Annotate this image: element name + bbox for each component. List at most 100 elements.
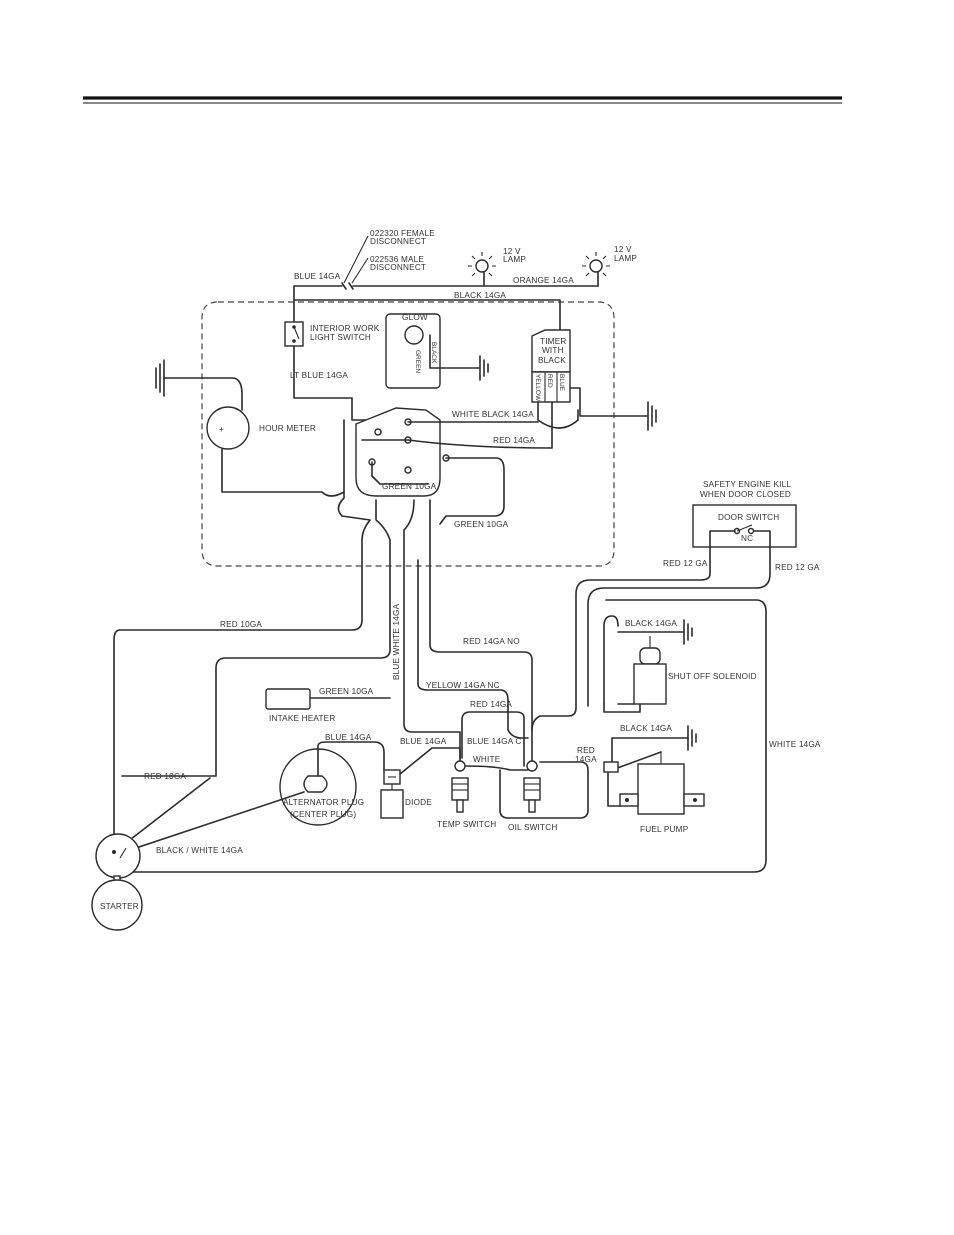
label-starter: STARTER xyxy=(100,902,139,911)
label-blue-14ga-2: BLUE 14GA xyxy=(325,733,372,742)
label-shutoff-solenoid: SHUT OFF SOLENOID xyxy=(668,672,757,681)
fuel-pump-ground-icon xyxy=(687,725,697,751)
label-oil-switch: OIL SWITCH xyxy=(508,823,557,832)
wire-red-14ga-no xyxy=(429,499,533,761)
label-red-14ga: RED 14GA xyxy=(493,436,535,445)
label-green-10ga-1: GREEN 10GA xyxy=(382,482,437,491)
wire-yellow-14ga-nc xyxy=(417,559,529,739)
wire-timer-loop xyxy=(537,401,579,429)
timer-ground-icon xyxy=(647,401,657,431)
label-green-10ga-2: GREEN 10GA xyxy=(454,520,509,529)
label-timer-3: BLACK xyxy=(538,356,566,365)
label-timer-2: WITH xyxy=(542,346,564,355)
wire-oil-loop xyxy=(499,761,589,819)
wire-solenoid xyxy=(603,615,619,705)
label-red-fp-1: RED xyxy=(577,746,595,755)
label-blue-14ga-top: BLUE 14GA xyxy=(294,272,341,281)
glow-box xyxy=(385,313,441,389)
hour-meter-icon xyxy=(206,406,250,450)
wire-oil-switch-bundle xyxy=(461,711,525,767)
label-white-black-14ga: WHITE BLACK 14GA xyxy=(452,410,534,419)
wire-hour-meter xyxy=(221,448,345,497)
control-panel-outline xyxy=(201,301,615,567)
timer-icon xyxy=(531,329,571,403)
label-yellow-14ga-nc: YELLOW 14GA NC xyxy=(426,681,500,690)
label-lamp2-b: LAMP xyxy=(614,254,637,263)
wire-green-10ga-inner xyxy=(371,461,429,485)
label-lamp1: 12 V xyxy=(503,247,521,256)
label-timer-1: TIMER xyxy=(540,337,566,346)
label-interior-work: INTERIOR WORK xyxy=(310,324,380,333)
wire-blue-14ga-diode xyxy=(399,747,461,775)
label-door-switch: DOOR SWITCH xyxy=(718,513,779,522)
label-glow-wire-b: BLACK xyxy=(430,342,437,364)
label-alternator-2: (CENTER PLUG) xyxy=(290,810,356,819)
glow-ground-icon xyxy=(479,355,489,381)
light-switch-icon xyxy=(284,321,304,347)
wire-red-12ga-1 xyxy=(531,530,736,731)
lamp-2-icon xyxy=(582,252,610,277)
disconnect-leader-1 xyxy=(343,235,369,284)
wire-black-white-14ga xyxy=(123,791,305,853)
label-timer-wire-b: RED xyxy=(546,374,553,388)
label-white-14ga: WHITE 14GA xyxy=(769,740,821,749)
label-lt-blue-14ga: LT BLUE 14GA xyxy=(290,371,348,380)
wire-black-14ga-top xyxy=(293,299,561,331)
terminal-1 xyxy=(374,428,382,436)
label-black-14ga-fp: BLACK 14GA xyxy=(620,724,672,733)
wire-glow xyxy=(429,334,481,369)
wire-black-14ga-fp xyxy=(611,737,689,769)
wire-timer-out xyxy=(569,387,649,417)
door-switch-arm xyxy=(736,524,753,532)
label-safety-2: WHEN DOOR CLOSED xyxy=(700,490,791,499)
alternator-socket xyxy=(303,775,328,793)
label-red-14ga-no: RED 14GA NO xyxy=(463,637,520,646)
shutoff-solenoid-icon xyxy=(633,636,667,705)
starter-icon xyxy=(91,879,143,931)
starter-switch-icon xyxy=(95,833,141,879)
label-safety-1: SAFETY ENGINE KILL xyxy=(703,480,791,489)
label-female-disconnect-2: DISCONNECT xyxy=(370,237,426,246)
disconnect-mark xyxy=(341,282,354,290)
wire-red-12ga-2 xyxy=(587,530,771,707)
starter-arm xyxy=(119,847,127,859)
label-temp-switch: TEMP SWITCH xyxy=(437,820,496,829)
label-orange-14ga: ORANGE 14GA xyxy=(513,276,574,285)
label-meter-plus: + xyxy=(219,425,224,434)
wire-red-10ga-starter xyxy=(121,777,211,847)
label-red-12ga-1: RED 12 GA xyxy=(663,559,708,568)
wire-bundle-left xyxy=(113,419,371,847)
label-red-10ga-1: RED 10GA xyxy=(220,620,262,629)
lamp-1-icon xyxy=(468,252,496,277)
solenoid-ground-icon xyxy=(683,619,693,645)
label-male-disconnect-2: DISCONNECT xyxy=(370,263,426,272)
label-glow-wire-a: GREEN xyxy=(414,350,421,373)
label-timer-wire-a: YELLOW xyxy=(534,374,541,402)
label-lamp2: 12 V xyxy=(614,245,632,254)
hour-meter-ground-icon xyxy=(155,359,165,397)
wire-blue-14ga-top xyxy=(293,285,343,323)
label-nc: NC xyxy=(741,534,753,543)
label-blue-white-14ga: BLUE WHITE 14GA xyxy=(392,603,401,680)
label-female-disconnect: 022320 FEMALE xyxy=(370,229,435,238)
label-black-white-14ga: BLACK / WHITE 14GA xyxy=(156,846,243,855)
label-red-fp-2: 14GA xyxy=(575,755,597,764)
wire-bundle-right xyxy=(403,499,461,761)
wire-blue-14ga-alt xyxy=(317,741,385,777)
label-male-disconnect: 022536 MALE xyxy=(370,255,424,264)
label-intake-heater: INTAKE HEATER xyxy=(269,714,335,723)
label-red-12ga-2: RED 12 GA xyxy=(775,563,820,572)
wire-red-14ga-timer xyxy=(361,401,553,449)
label-red-14ga-2: RED 14GA xyxy=(470,700,512,709)
terminal-6 xyxy=(404,466,412,474)
label-red-10ga-2: RED 10GA xyxy=(144,772,186,781)
wire-bundle-mid xyxy=(121,499,391,777)
wire-white-temp xyxy=(465,765,529,771)
label-lamp1-b: LAMP xyxy=(503,255,526,264)
fuel-pump-icon xyxy=(619,752,705,815)
label-blue-14ga-3: BLUE 14GA xyxy=(400,737,447,746)
door-switch-contact-b xyxy=(747,527,755,535)
label-diode: DIODE xyxy=(405,798,432,807)
label-fuel-pump: FUEL PUMP xyxy=(640,825,689,834)
